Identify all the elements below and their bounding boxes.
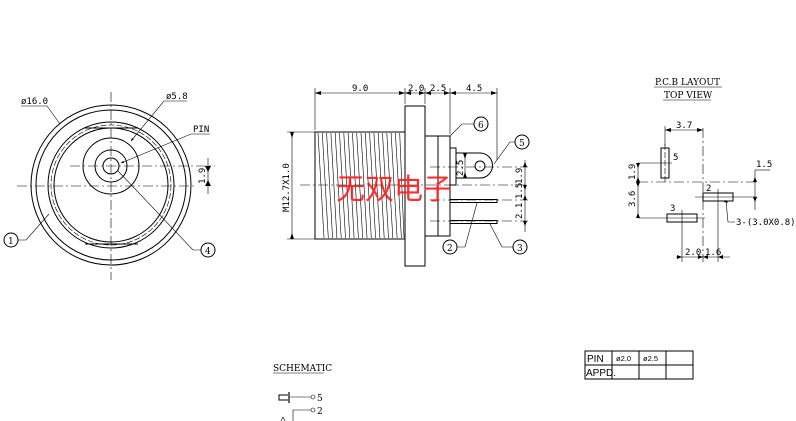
thread-line <box>326 132 333 239</box>
lug-terminal-5 <box>456 152 493 179</box>
thread-line <box>382 132 389 239</box>
svg-text:PIN: PIN <box>587 354 604 365</box>
thread-line <box>390 132 398 239</box>
thread-line <box>339 132 346 239</box>
thread-line <box>373 132 381 239</box>
svg-text:5: 5 <box>317 394 323 404</box>
svg-text:1.6: 1.6 <box>705 248 721 258</box>
svg-text:ø5.8: ø5.8 <box>166 92 188 102</box>
front-view: 1.9 ø16.0 ø5.8 PIN 1 4 <box>3 92 216 280</box>
watermark: 无双电子 <box>336 172 452 206</box>
svg-text:3: 3 <box>517 244 523 254</box>
thread-line <box>343 132 351 239</box>
svg-text:1.5: 1.5 <box>515 183 525 199</box>
svg-text:2.0: 2.0 <box>408 84 424 94</box>
svg-text:3-(3.0X0.8): 3-(3.0X0.8) <box>736 218 796 228</box>
pin-3 <box>449 220 498 224</box>
svg-text:M12.7X1.0: M12.7X1.0 <box>282 163 292 212</box>
thread-line <box>365 132 372 239</box>
thread-line <box>377 132 385 239</box>
thread-line <box>360 132 368 239</box>
svg-text:2.5: 2.5 <box>430 84 446 94</box>
thread-line <box>352 132 359 239</box>
svg-text:5: 5 <box>519 139 525 149</box>
svg-text:2.5: 2.5 <box>456 160 466 176</box>
svg-text:2: 2 <box>447 244 453 254</box>
svg-text:9.0: 9.0 <box>352 84 368 94</box>
svg-text:SCHEMATIC: SCHEMATIC <box>273 364 332 374</box>
svg-text:1.9: 1.9 <box>628 164 638 180</box>
svg-text:4.5: 4.5 <box>466 84 482 94</box>
svg-text:6: 6 <box>478 121 484 131</box>
thread-line <box>386 132 394 239</box>
svg-text:3.6: 3.6 <box>628 191 638 207</box>
svg-text:4: 4 <box>205 247 211 257</box>
outer-ring <box>30 104 192 266</box>
thread-line <box>395 132 402 239</box>
thread-line <box>322 132 329 239</box>
thread-line <box>334 132 342 239</box>
pin-2 <box>449 199 498 203</box>
svg-text:2: 2 <box>317 407 323 417</box>
svg-text:TOP VIEW: TOP VIEW <box>664 91 713 101</box>
thread-line <box>369 132 376 239</box>
svg-text:1.5: 1.5 <box>756 160 772 170</box>
svg-text:ø16.0: ø16.0 <box>21 97 48 107</box>
thread-line <box>330 132 338 239</box>
svg-text:ø2.5: ø2.5 <box>643 354 658 363</box>
svg-text:1: 1 <box>8 237 14 247</box>
svg-text:APPD.: APPD. <box>586 368 616 379</box>
svg-text:5: 5 <box>673 153 678 163</box>
svg-text:2.0: 2.0 <box>685 248 701 258</box>
svg-text:PIN: PIN <box>193 125 209 135</box>
thread-line <box>317 132 325 239</box>
side-view: 9.0 2.0 2.5 4.5 2.5 M12.7X1.0 1.9 1.5 2.… <box>282 84 530 267</box>
thread-line <box>347 132 355 239</box>
svg-text:2: 2 <box>706 184 711 194</box>
svg-text:3: 3 <box>670 204 675 214</box>
svg-text:2.1: 2.1 <box>515 203 525 219</box>
svg-text:1.9: 1.9 <box>515 168 525 184</box>
svg-text:1.9: 1.9 <box>198 168 208 184</box>
center-pin <box>102 157 120 175</box>
pcb-layout: P.C.B LAYOUT TOP VIEW 5 2 3 3.7 1.9 3.6 … <box>628 78 796 262</box>
pcb-title: P.C.B LAYOUT <box>655 78 720 88</box>
thread-line <box>356 132 363 239</box>
thread-line <box>399 132 405 239</box>
pin-table: PIN ø2.0 ø2.5 APPD. <box>584 350 694 380</box>
svg-text:3.7: 3.7 <box>676 121 692 131</box>
schematic: SCHEMATIC 5 2 <box>273 364 332 421</box>
svg-text:ø2.0: ø2.0 <box>616 354 631 363</box>
